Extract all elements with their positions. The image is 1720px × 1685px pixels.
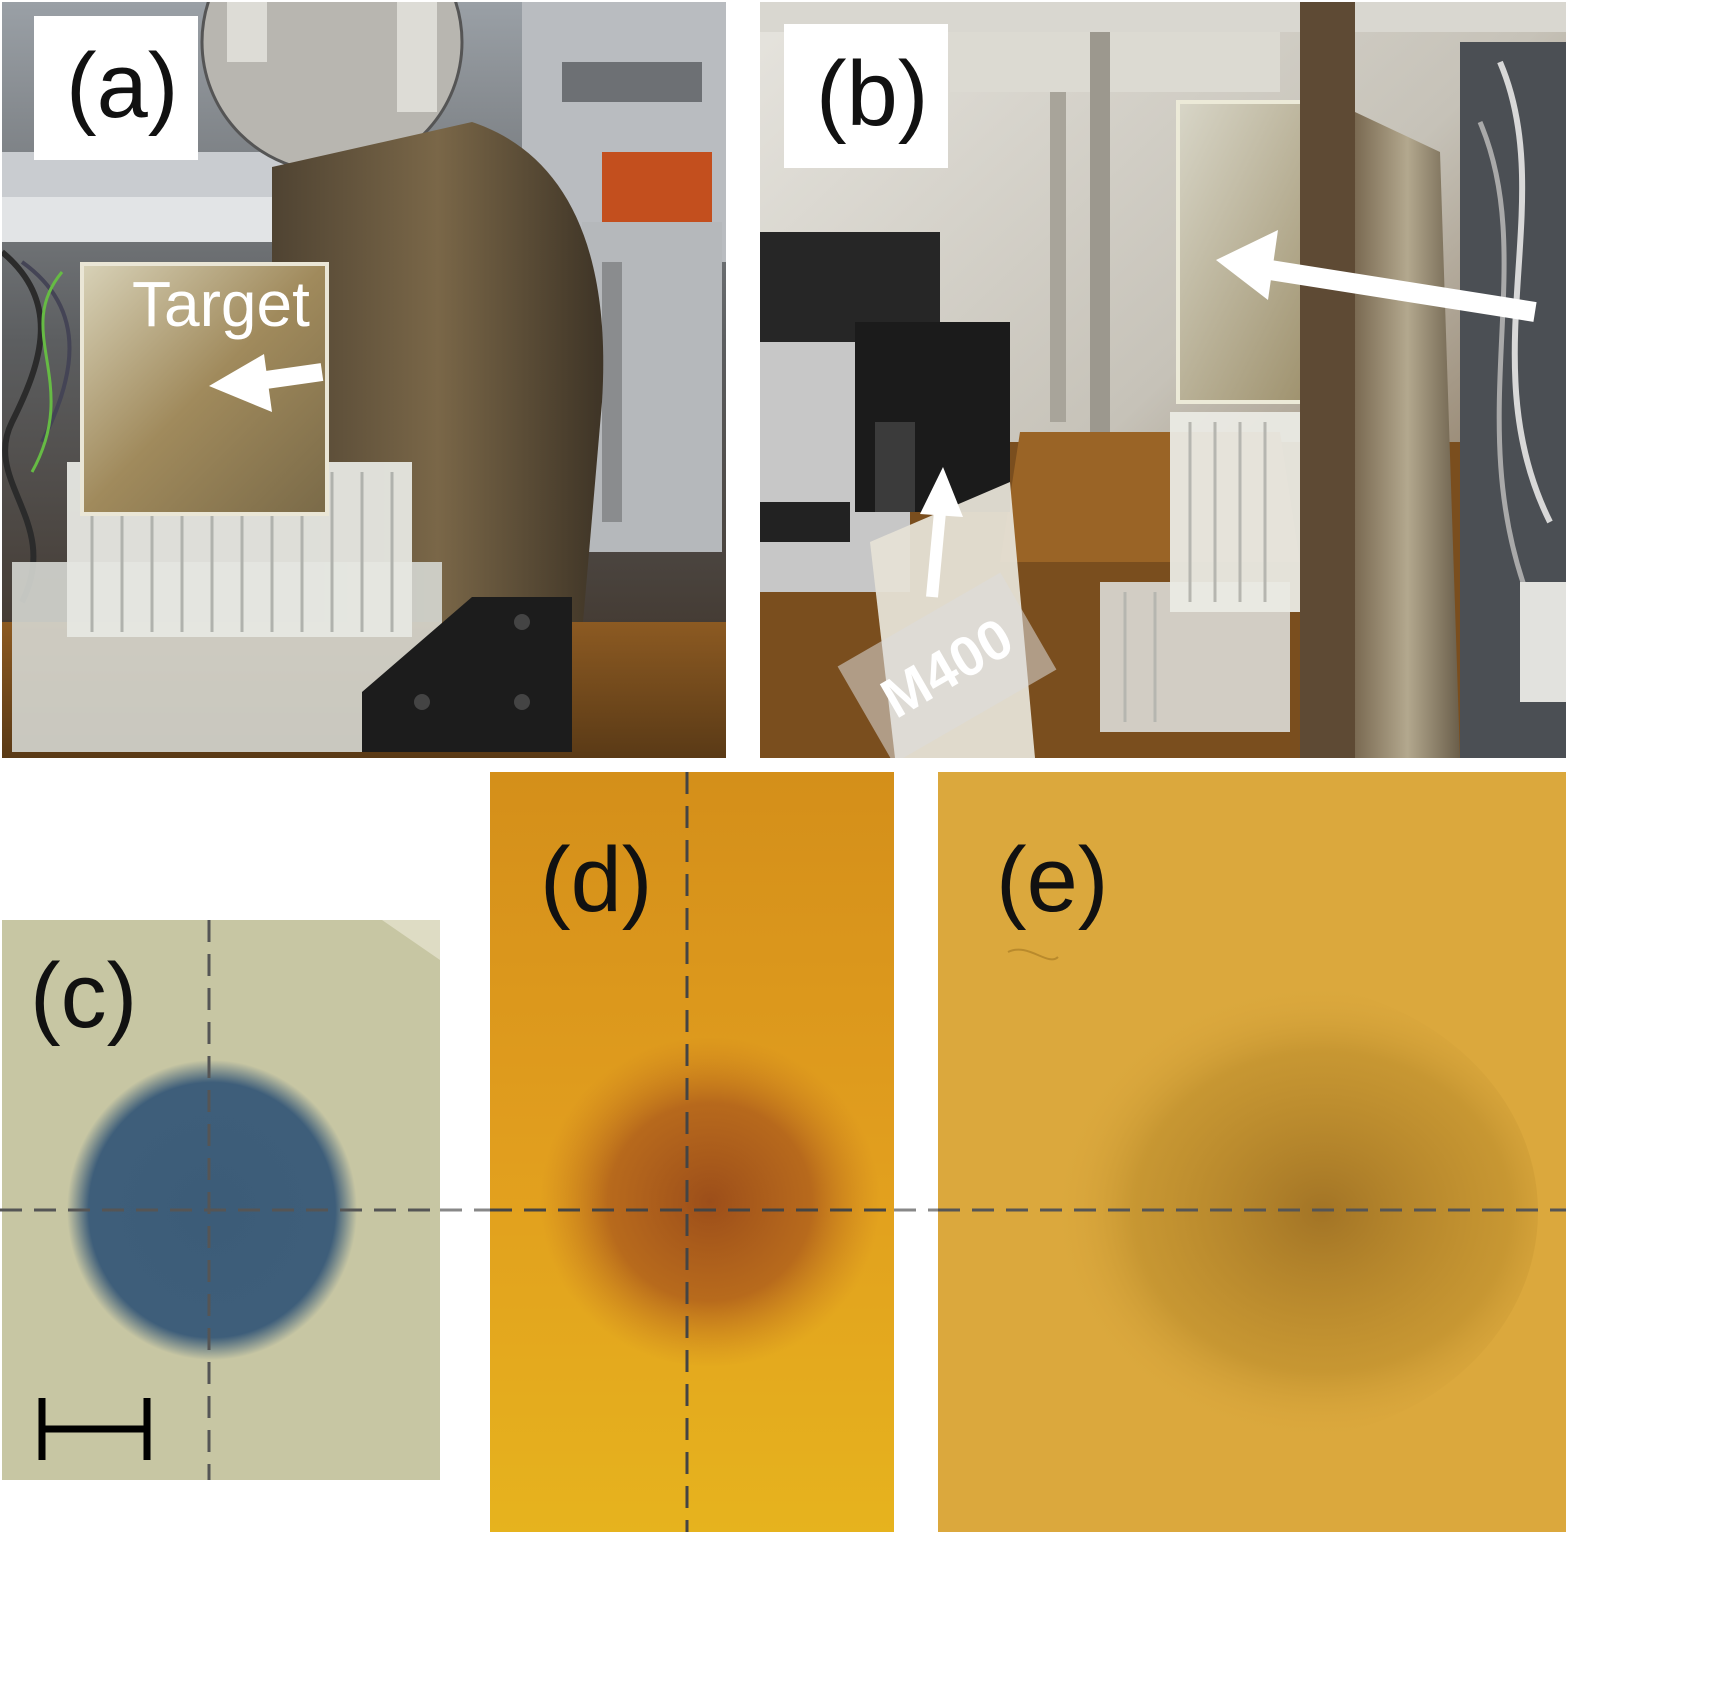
panel-b-target-arrow-icon	[1216, 230, 1537, 322]
panel-e-film: (e)	[938, 772, 1566, 1532]
panel-a-scene	[2, 2, 726, 758]
panel-b-photo: (b) M400	[760, 2, 1566, 758]
panel-c-scene	[2, 920, 440, 1480]
panel-c-label: (c)	[30, 945, 138, 1047]
panel-b-scene	[760, 2, 1566, 758]
panel-a-label: (a)	[34, 16, 199, 160]
panel-d-scene	[490, 772, 894, 1532]
panel-a-arrow-icon	[209, 354, 324, 412]
panel-b-m400-arrow-icon	[920, 467, 963, 598]
panel-b-label: (b)	[784, 24, 949, 168]
panel-e-scene	[938, 772, 1566, 1532]
panel-d-film: (d)	[490, 772, 894, 1532]
panel-e-label: (e)	[996, 829, 1109, 931]
panel-d-label: (d)	[540, 829, 653, 931]
panel-c-scale-bar-icon	[38, 1398, 151, 1460]
panel-a-photo: (a) Target	[2, 2, 726, 758]
panel-a-target-annotation: Target	[132, 268, 310, 340]
shared-horizontal-crosshair	[0, 1208, 1566, 1212]
panel-c-film: (c)	[2, 920, 440, 1480]
panel-e-dose-spot	[998, 982, 1538, 1442]
panel-d-dose-spot	[540, 1037, 880, 1367]
